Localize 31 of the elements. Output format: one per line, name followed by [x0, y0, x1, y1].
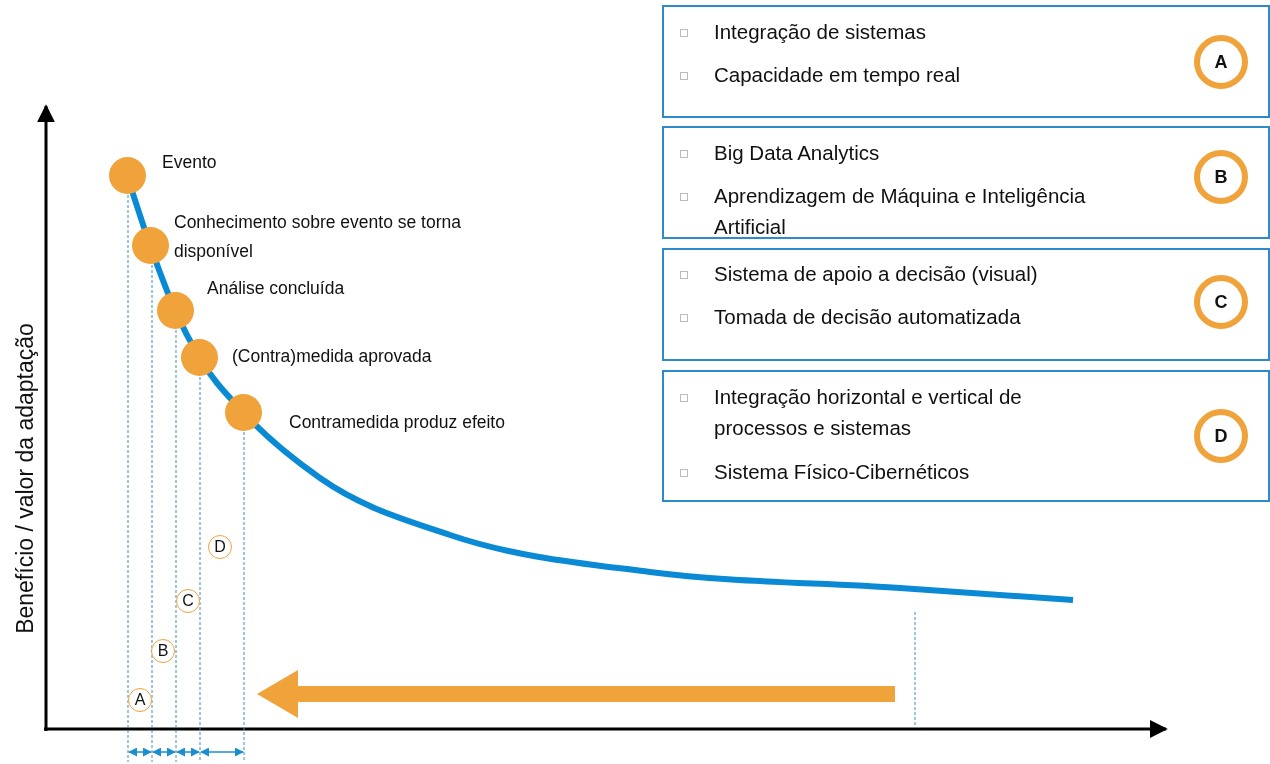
event-label: (Contra)medida aprovada: [232, 345, 433, 368]
list-item: Tomada de decisão automatizada: [714, 304, 1022, 330]
list-item: Sistema Físico-Cibernéticos: [714, 459, 971, 485]
letter-circle: B: [151, 639, 175, 663]
letter-badge: A: [1194, 35, 1248, 89]
capability-panel: [662, 5, 1270, 118]
list-item: Capacidade em tempo real: [714, 62, 962, 88]
list-item: Integração horizontal e vertical de processos e sistemas: [714, 384, 1023, 441]
capability-panel: [662, 248, 1270, 361]
capability-panel: [662, 126, 1270, 239]
letter-circle: D: [208, 535, 232, 559]
event-dot: [225, 394, 262, 431]
letter-badge: D: [1194, 409, 1248, 463]
letter-circle: C: [176, 589, 200, 613]
event-dot: [109, 157, 146, 194]
capability-panel: [662, 370, 1270, 502]
event-dot: [132, 227, 169, 264]
letter-circle: A: [128, 688, 152, 712]
letter-badge: B: [1194, 150, 1248, 204]
list-item: Sistema de apoio a decisão (visual): [714, 261, 1039, 287]
list-item: Aprendizagem de Máquina e Inteligência Artificial: [714, 183, 1087, 240]
event-dot: [157, 292, 194, 329]
list-item: Integração de sistemas: [714, 19, 927, 45]
event-dot: [181, 339, 218, 376]
event-label: Evento: [162, 151, 218, 174]
event-label: Conhecimento sobre evento se torna disponível: [174, 211, 462, 263]
axis-title: Benefício / valor da adaptação: [11, 322, 39, 636]
event-label: Análise concluída: [207, 277, 346, 300]
event-label: Contramedida produz efeito: [289, 411, 506, 434]
letter-badge: C: [1194, 275, 1248, 329]
list-item: Big Data Analytics: [714, 140, 881, 166]
